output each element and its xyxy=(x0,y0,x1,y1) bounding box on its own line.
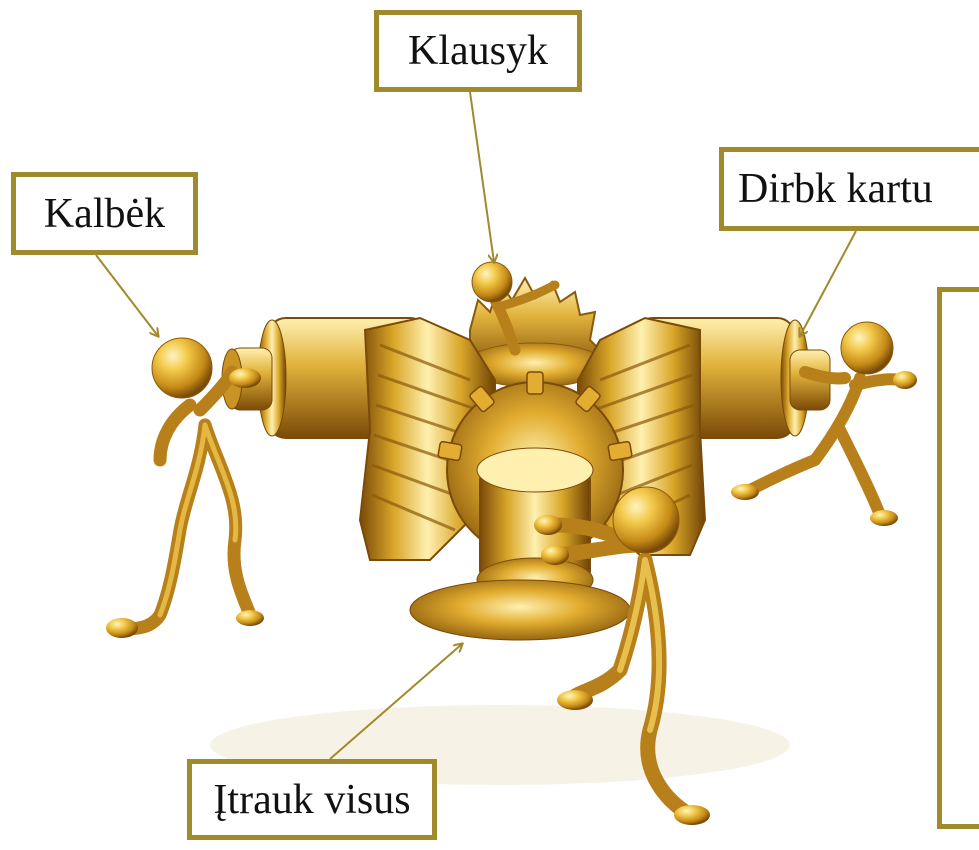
label-dirbk-kartu: Dirbk kartu xyxy=(719,147,979,231)
label-itrauk-visus: Įtrauk visus xyxy=(187,759,437,840)
label-kalbek: Kalbėk xyxy=(11,172,198,255)
gear-assembly-icon xyxy=(222,278,830,640)
label-itrauk-visus-text: Įtrauk visus xyxy=(213,779,410,821)
label-klausyk-text: Klausyk xyxy=(408,30,548,72)
label-dirbk-kartu-text: Dirbk kartu xyxy=(738,168,933,210)
arrow-kalbek xyxy=(96,255,158,336)
arrow-dirbk-kartu xyxy=(800,231,856,336)
label-klausyk: Klausyk xyxy=(374,10,582,92)
gold-figure-left-icon xyxy=(106,338,264,638)
arrow-klausyk xyxy=(470,92,494,262)
empty-frame-right xyxy=(937,287,979,829)
label-kalbek-text: Kalbėk xyxy=(44,193,165,235)
